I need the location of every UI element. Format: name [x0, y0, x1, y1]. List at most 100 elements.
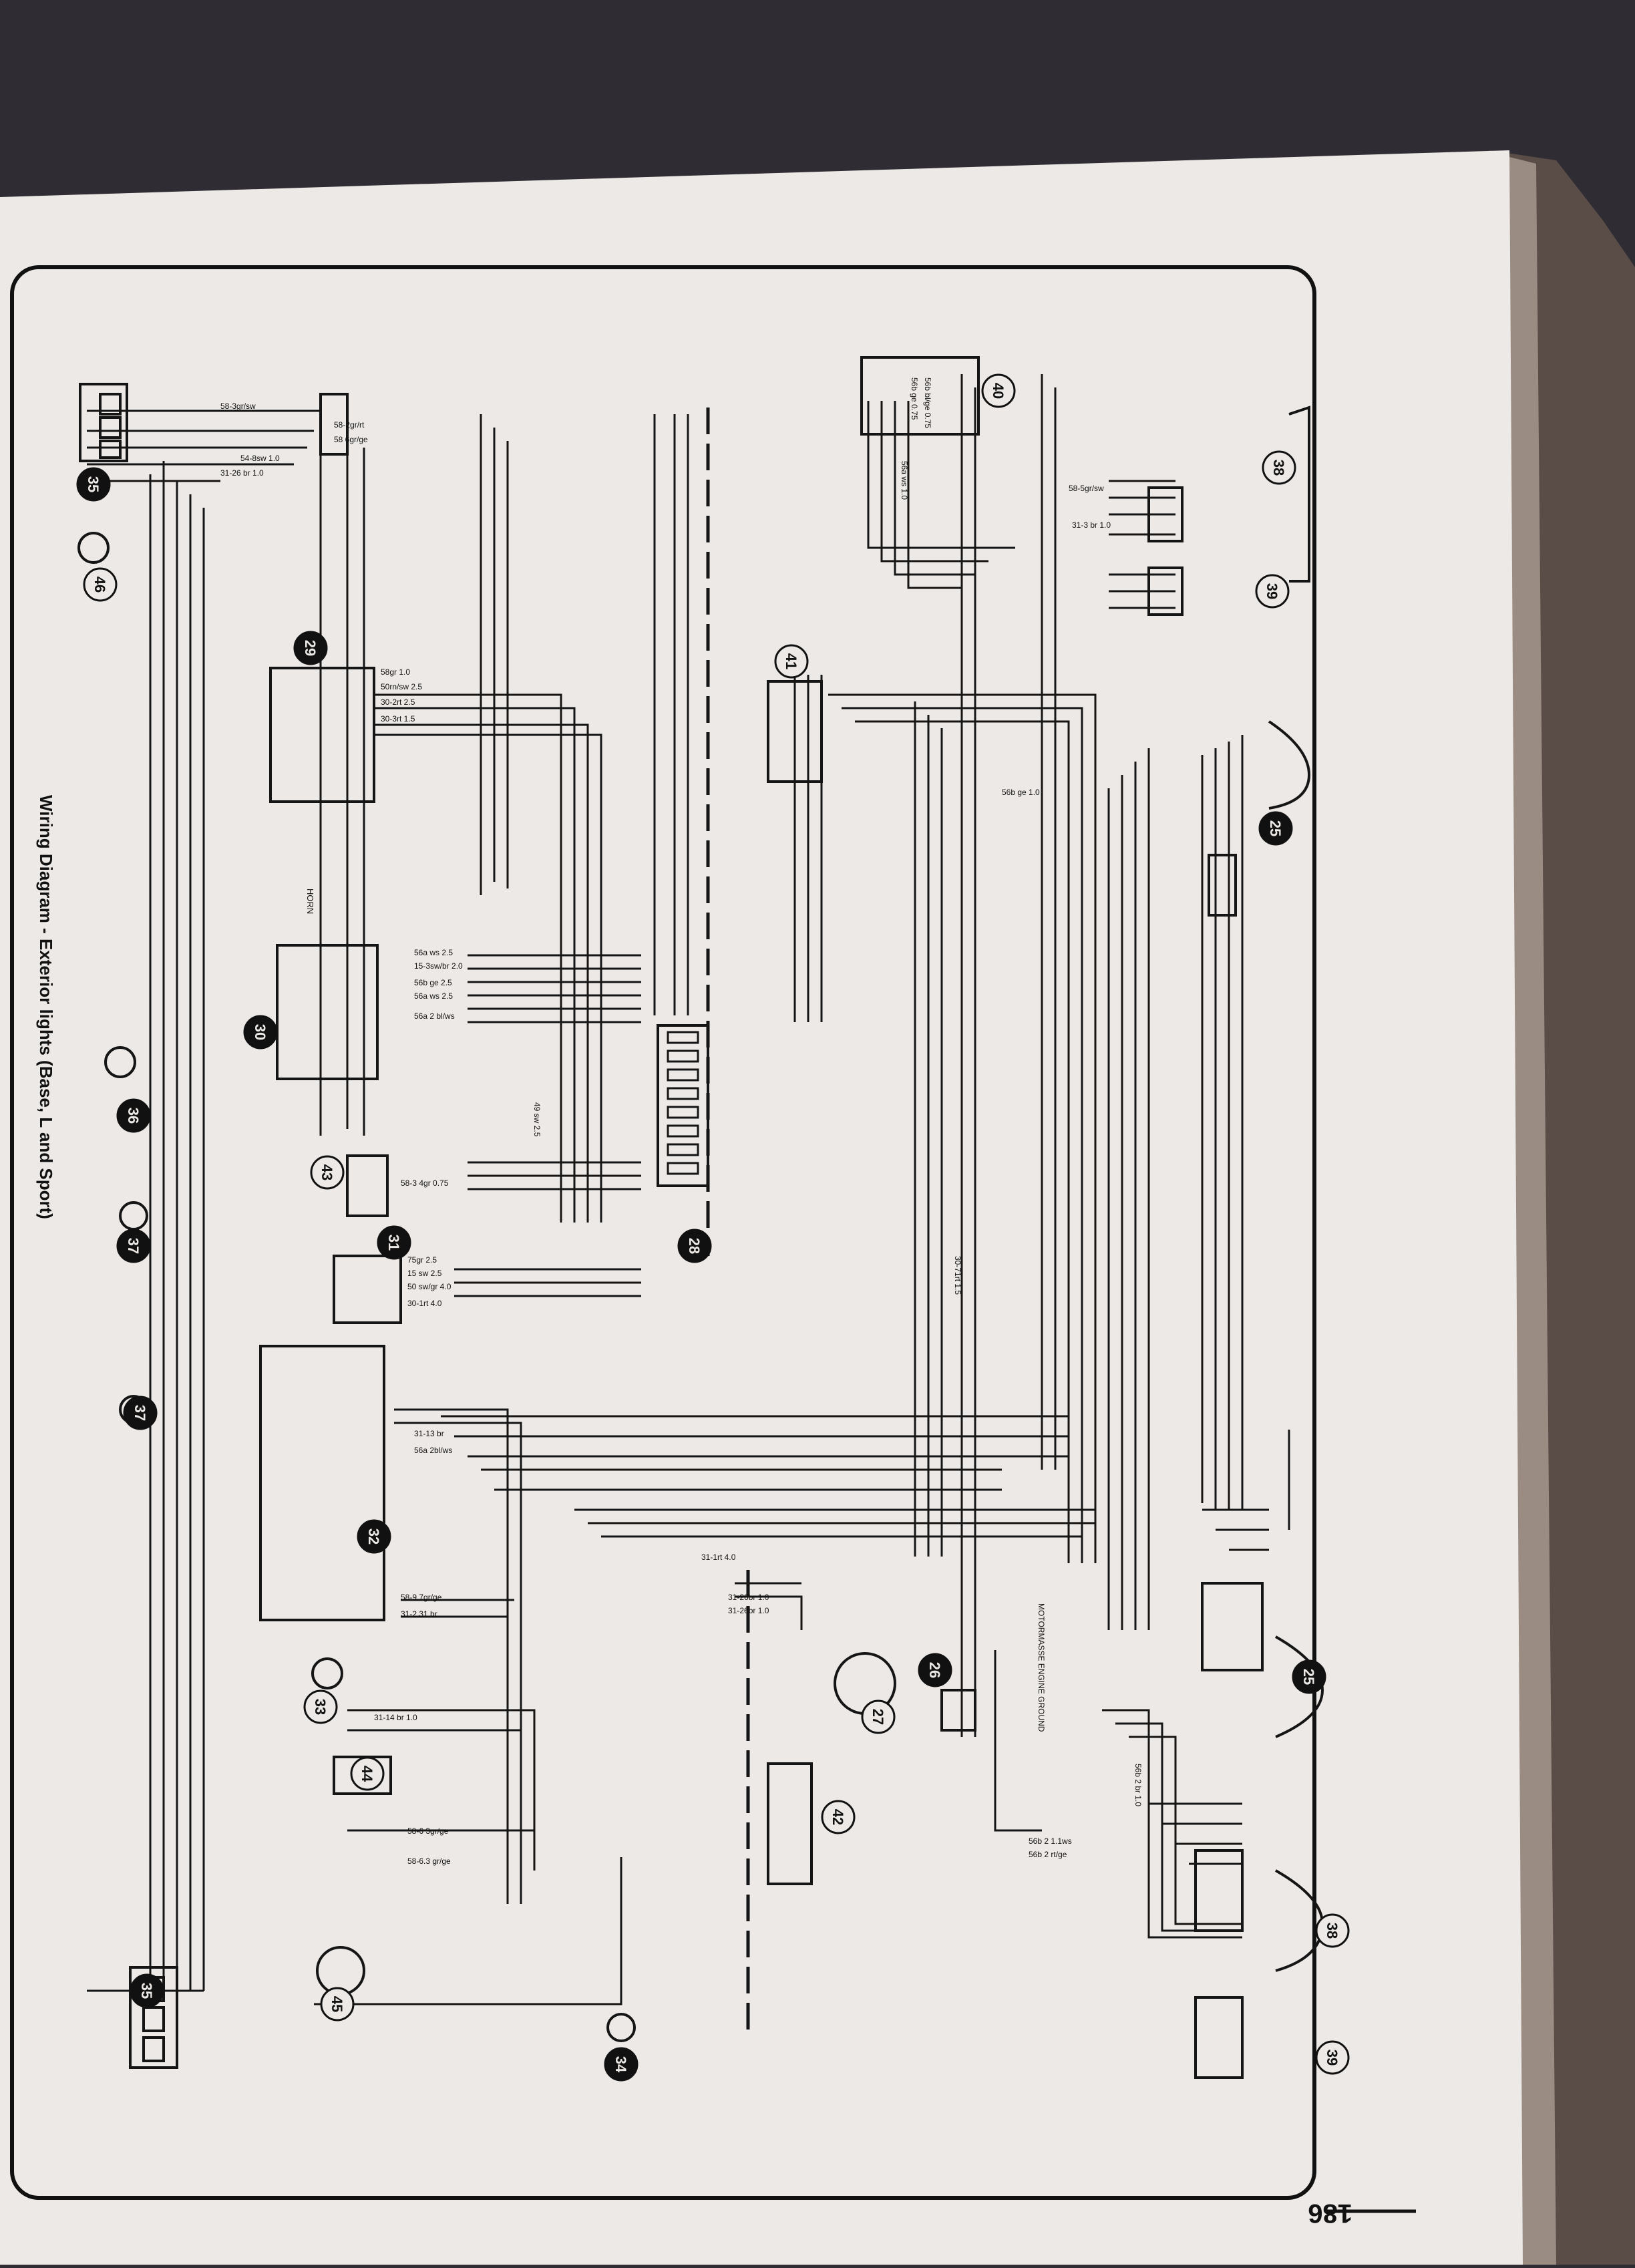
wire-label-x: 31-13 br	[414, 1429, 444, 1438]
ignition-switch-31	[333, 1255, 402, 1324]
component-42	[767, 1762, 813, 1885]
svg-text:29: 29	[302, 640, 319, 656]
component-41	[767, 680, 823, 783]
wire-label-am: 56b bl/ge 0.75	[923, 377, 932, 428]
fuse	[667, 1087, 699, 1100]
fuse-box-28	[657, 1024, 709, 1187]
svg-text:39: 39	[1264, 583, 1280, 599]
svg-text:27: 27	[870, 1709, 886, 1725]
wire-label-q: 56a 2 bl/ws	[414, 1011, 455, 1021]
wire-label-ah: 31-26br 1.0	[728, 1606, 769, 1615]
component-badge-43: 43	[310, 1155, 345, 1190]
svg-text:36: 36	[125, 1108, 142, 1124]
component-43	[346, 1154, 389, 1217]
svg-text:42: 42	[830, 1809, 846, 1825]
wire-label-ag: 31-26br 1.0	[728, 1593, 769, 1602]
svg-text:39: 39	[1324, 2050, 1340, 2066]
svg-text:41: 41	[783, 653, 799, 669]
svg-text:40: 40	[990, 383, 1007, 399]
wire-label-j: 58gr 1.0	[381, 667, 410, 677]
component-badge-35: 35	[76, 467, 111, 502]
component-badges: 2525262728293031323334353536373738383939…	[76, 373, 1350, 2082]
wire-label-b: 58-2gr/rt	[334, 420, 365, 430]
diagram-title: Wiring Diagram - Exterior lights (Base, …	[36, 795, 56, 1219]
svg-text:30: 30	[252, 1024, 268, 1040]
diagram-frame	[10, 265, 1316, 2200]
component-badge-28: 28	[677, 1229, 712, 1263]
component-badge-35: 35	[130, 1973, 164, 2008]
svg-text:37: 37	[125, 1238, 142, 1254]
wire-label-ad: 58-6.3 gr/ge	[407, 1856, 451, 1866]
component-badge-40: 40	[981, 373, 1016, 408]
relay-40	[860, 356, 980, 436]
wire-label-l: 30-2rt 2.5	[381, 697, 415, 707]
wire-label-f: 58-5gr/sw	[1069, 484, 1104, 493]
component-badge-37: 37	[123, 1396, 158, 1430]
component-badge-25: 25	[1258, 811, 1293, 846]
wire-label-h: 56a ws 2.5	[414, 948, 453, 957]
wire-label-ab: 58-6 3gr/ge	[407, 1826, 449, 1836]
component-badge-30: 30	[243, 1015, 278, 1049]
component-badge-31: 31	[377, 1225, 411, 1260]
svg-text:26: 26	[926, 1662, 943, 1678]
component-badge-38: 38	[1315, 1913, 1350, 1948]
plug-58	[319, 393, 349, 456]
component-badge-45: 45	[320, 1987, 355, 2021]
svg-text:44: 44	[359, 1766, 375, 1782]
wire-label-aj: 56b 2 rt/ge	[1029, 1850, 1067, 1859]
wire-label-n: 56a ws 2.5	[414, 991, 453, 1001]
wire-label-s: 58-3 4gr 0.75	[401, 1178, 449, 1188]
wire-label-i: 56b ge 1.0	[1002, 788, 1040, 797]
fuse	[667, 1124, 699, 1138]
page-number: 186	[1308, 2199, 1352, 2228]
svg-text:34: 34	[612, 2056, 629, 2073]
svg-text:45: 45	[329, 1996, 345, 2012]
svg-text:25: 25	[1267, 820, 1284, 836]
wire-label-g: 56a ws 1.0	[900, 461, 909, 500]
connector-35-bottom	[129, 1966, 178, 2069]
component-badge-25: 25	[1292, 1659, 1326, 1694]
horn-label: HORN	[305, 888, 315, 914]
wire-label-p: 56b ge 2.5	[414, 978, 452, 987]
svg-text:33: 33	[312, 1699, 329, 1715]
svg-text:38: 38	[1324, 1923, 1340, 1939]
component-badge-39: 39	[1255, 574, 1290, 609]
wire-label-ac: 31-14 br 1.0	[374, 1713, 417, 1722]
svg-text:31: 31	[385, 1235, 402, 1251]
instrument-cluster-32	[259, 1345, 385, 1621]
svg-text:43: 43	[319, 1164, 335, 1180]
wire-label-e: 31-26 br 1.0	[220, 468, 264, 478]
svg-text:37: 37	[132, 1405, 148, 1421]
svg-text:35: 35	[138, 1983, 155, 1999]
svg-text:46: 46	[92, 577, 108, 593]
wire-label-d: 54-8sw 1.0	[240, 454, 280, 463]
component-outlines	[77, 356, 1324, 2079]
wire-label-a: 58-3gr/sw	[220, 401, 256, 411]
wire-label-m: 30-3rt 1.5	[381, 714, 415, 723]
component-badge-41: 41	[774, 644, 809, 679]
fuse	[667, 1031, 699, 1044]
wire-label-ae: 30-71rt 1.5	[953, 1256, 962, 1295]
component-badge-32: 32	[357, 1519, 391, 1554]
wire-label-af: 31-1rt 4.0	[701, 1553, 736, 1562]
component-badge-27: 27	[861, 1699, 896, 1734]
svg-text:25: 25	[1300, 1669, 1317, 1685]
engine-ground-label: MOTORMASSE ENGINE GROUND	[1037, 1603, 1046, 1732]
relay-29	[269, 667, 375, 803]
wire-label-k: 50rn/sw 2.5	[381, 682, 422, 691]
wire-label-u: 15 sw 2.5	[407, 1269, 442, 1278]
component-badge-26: 26	[918, 1653, 952, 1687]
fuse-elements	[667, 1031, 699, 1175]
component-badge-34: 34	[604, 2047, 639, 2082]
wire-label-r: 49 sw 2.5	[532, 1102, 542, 1137]
wire-label-t: 75gr 2.5	[407, 1255, 437, 1265]
fuse	[667, 1068, 699, 1082]
svg-text:32: 32	[365, 1528, 382, 1545]
wire-label-y: 56a 2bl/ws	[414, 1446, 452, 1455]
component-badge-42: 42	[821, 1800, 856, 1834]
fuse	[667, 1143, 699, 1156]
connector-35-top	[79, 383, 128, 462]
